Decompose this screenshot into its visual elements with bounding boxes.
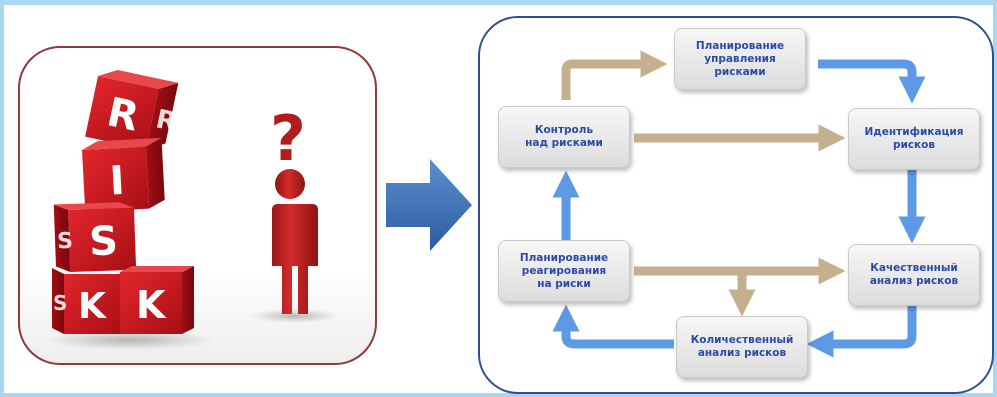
arrow-control-to-planning bbox=[561, 50, 668, 100]
node-qualitative-analysis: Качественный анализ рисков bbox=[848, 244, 980, 306]
arrow-quantitative-to-response bbox=[552, 304, 674, 349]
arrow-planning-to-identification bbox=[818, 59, 926, 104]
cube-letter-k-right: K bbox=[136, 283, 167, 327]
arrow-qualitative-to-quantitative bbox=[806, 304, 917, 358]
cycle-arrows bbox=[552, 50, 926, 358]
node-risk-control: Контроль над рисками bbox=[498, 106, 630, 168]
risk-illustration: R R I S S K S bbox=[45, 69, 340, 350]
question-mark: ? bbox=[270, 102, 306, 175]
cube-i: I bbox=[82, 137, 165, 212]
big-right-arrow-icon bbox=[386, 159, 472, 251]
node-risk-management-planning: Планирование управления рисками bbox=[674, 28, 806, 90]
node-risk-response-planning: Планирование реагирования на риски bbox=[498, 240, 630, 302]
cube-letter-i: I bbox=[108, 158, 125, 205]
cube-side-letter: S bbox=[57, 229, 74, 255]
cube-side-letter: S bbox=[53, 291, 67, 315]
node-quantitative-analysis: Количественный анализ рисков bbox=[676, 316, 808, 378]
risk-illustration-panel: R R I S S K S bbox=[18, 46, 377, 365]
node-risk-identification: Идентификация рисков bbox=[848, 108, 980, 170]
cube-letter-s: S bbox=[88, 218, 118, 265]
cube-k-right: K bbox=[120, 266, 194, 334]
question-figure: ? bbox=[268, 102, 318, 314]
risk-management-cycle-panel: Планирование управления рисками Идентифи… bbox=[478, 16, 994, 394]
slide: R R I S S K S bbox=[4, 5, 994, 394]
cube-s: S S bbox=[53, 202, 137, 272]
cube-letter-k-left: K bbox=[78, 286, 107, 327]
cube-k-left: K S bbox=[52, 268, 120, 334]
